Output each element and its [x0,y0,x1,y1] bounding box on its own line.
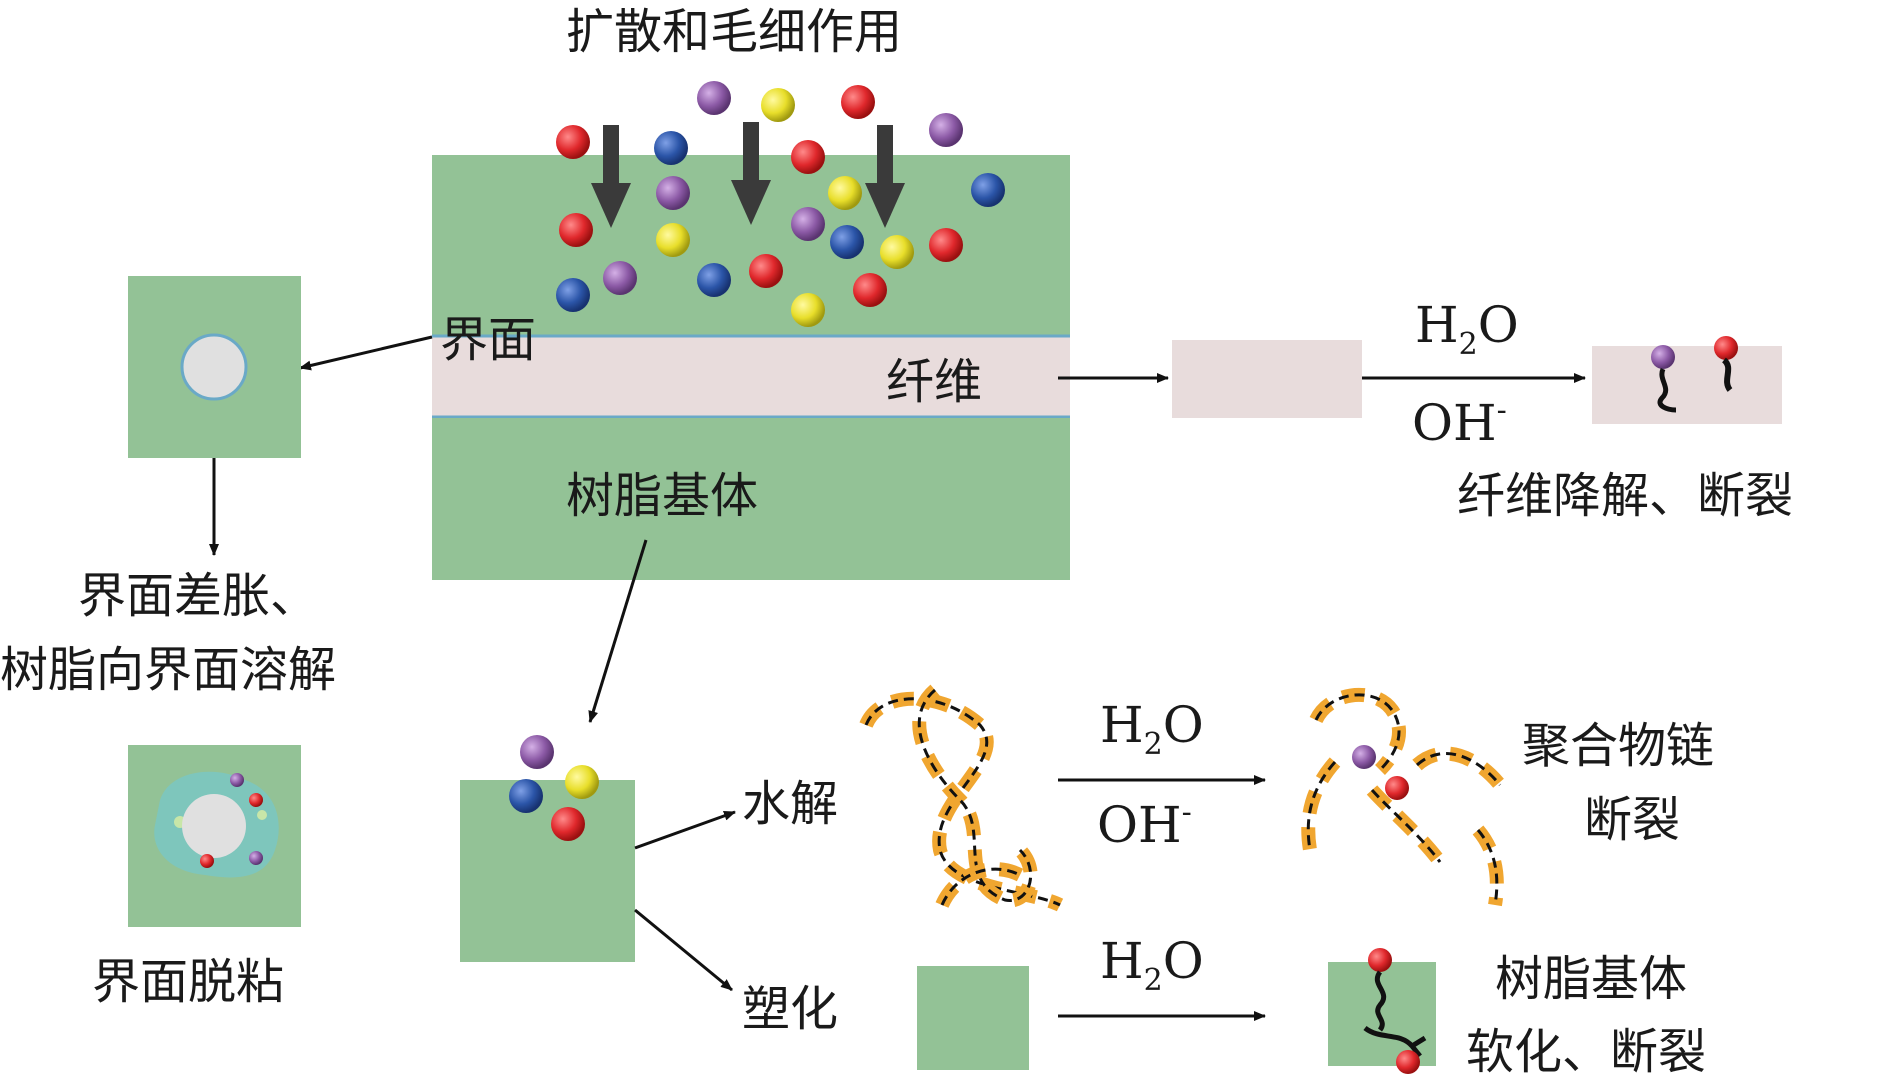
molecule-yellow [828,176,862,210]
interface-label: 界面 [440,312,536,368]
interface-box [128,276,301,458]
arrow-to-hydrolysis [634,810,736,850]
resin-box [460,735,635,962]
molecule-red [556,125,590,159]
molecule-red [749,254,783,288]
degraded-fiber-box [1592,336,1782,424]
fiber-degradation-label: 纤维降解、断裂 [1457,468,1793,524]
diffusion-label: 扩散和毛细作用 [566,4,902,60]
diffusion-arrows [591,122,905,228]
molecule-blue [971,173,1005,207]
molecule-red [853,273,887,307]
molecule-blue [830,225,864,259]
arrow-to-plasticization [634,908,733,992]
debond-box [128,745,301,927]
molecule-purple [656,176,690,210]
molecule-blue [654,131,688,165]
plast-reagent-top: H2O [1100,932,1204,998]
molecule-purple [929,113,963,147]
molecule-red [929,228,963,262]
polymer-chain-intact [859,684,1064,912]
fiber-reagent-bottom: OH- [1412,393,1507,452]
molecule-yellow [791,293,825,327]
molecule-purple [791,207,825,241]
resin-soften-line2: 软化、断裂 [1466,1024,1706,1080]
hydro-reagent-top: H2O [1100,696,1204,762]
fiber-reagent-top: H2O [1415,296,1519,362]
down-arrow [865,125,905,228]
molecule-purple [697,81,731,115]
plasticization-label: 塑化 [742,981,838,1037]
interface-swelling-line2: 树脂向界面溶解 [0,642,336,698]
arrow-to-resin-box [588,539,648,723]
molecule-blue [556,278,590,312]
resin-bottom-block [432,418,1070,580]
arrow-to-interface-box [299,335,433,371]
fiber-layer [432,335,1070,418]
resin-matrix-label: 树脂基体 [566,468,758,524]
softened-resin-box [1328,948,1436,1074]
fiber-label: 纤维 [886,354,982,410]
molecule-yellow [656,223,690,257]
fiber-box [1172,340,1362,418]
molecule-yellow [761,88,795,122]
interface-swelling-line1: 界面差胀、 [78,568,318,624]
down-arrow [731,122,771,225]
molecule-purple [603,261,637,295]
molecule-red [559,213,593,247]
molecule-blue [697,263,731,297]
polymer-chain-broken [1301,687,1506,907]
molecule-red [791,140,825,174]
resin-soften-line1: 树脂基体 [1495,951,1687,1007]
plasticization-box [917,966,1029,1070]
down-arrow [591,125,631,228]
molecules [556,81,1005,327]
molecule-yellow [880,235,914,269]
molecule-red [841,85,875,119]
hydro-reagent-bottom: OH- [1097,795,1192,854]
polymer-break-line2: 断裂 [1584,792,1680,848]
hydrolysis-label: 水解 [742,776,838,832]
interface-debond-label: 界面脱粘 [92,954,284,1010]
polymer-break-line1: 聚合物链 [1522,718,1714,774]
